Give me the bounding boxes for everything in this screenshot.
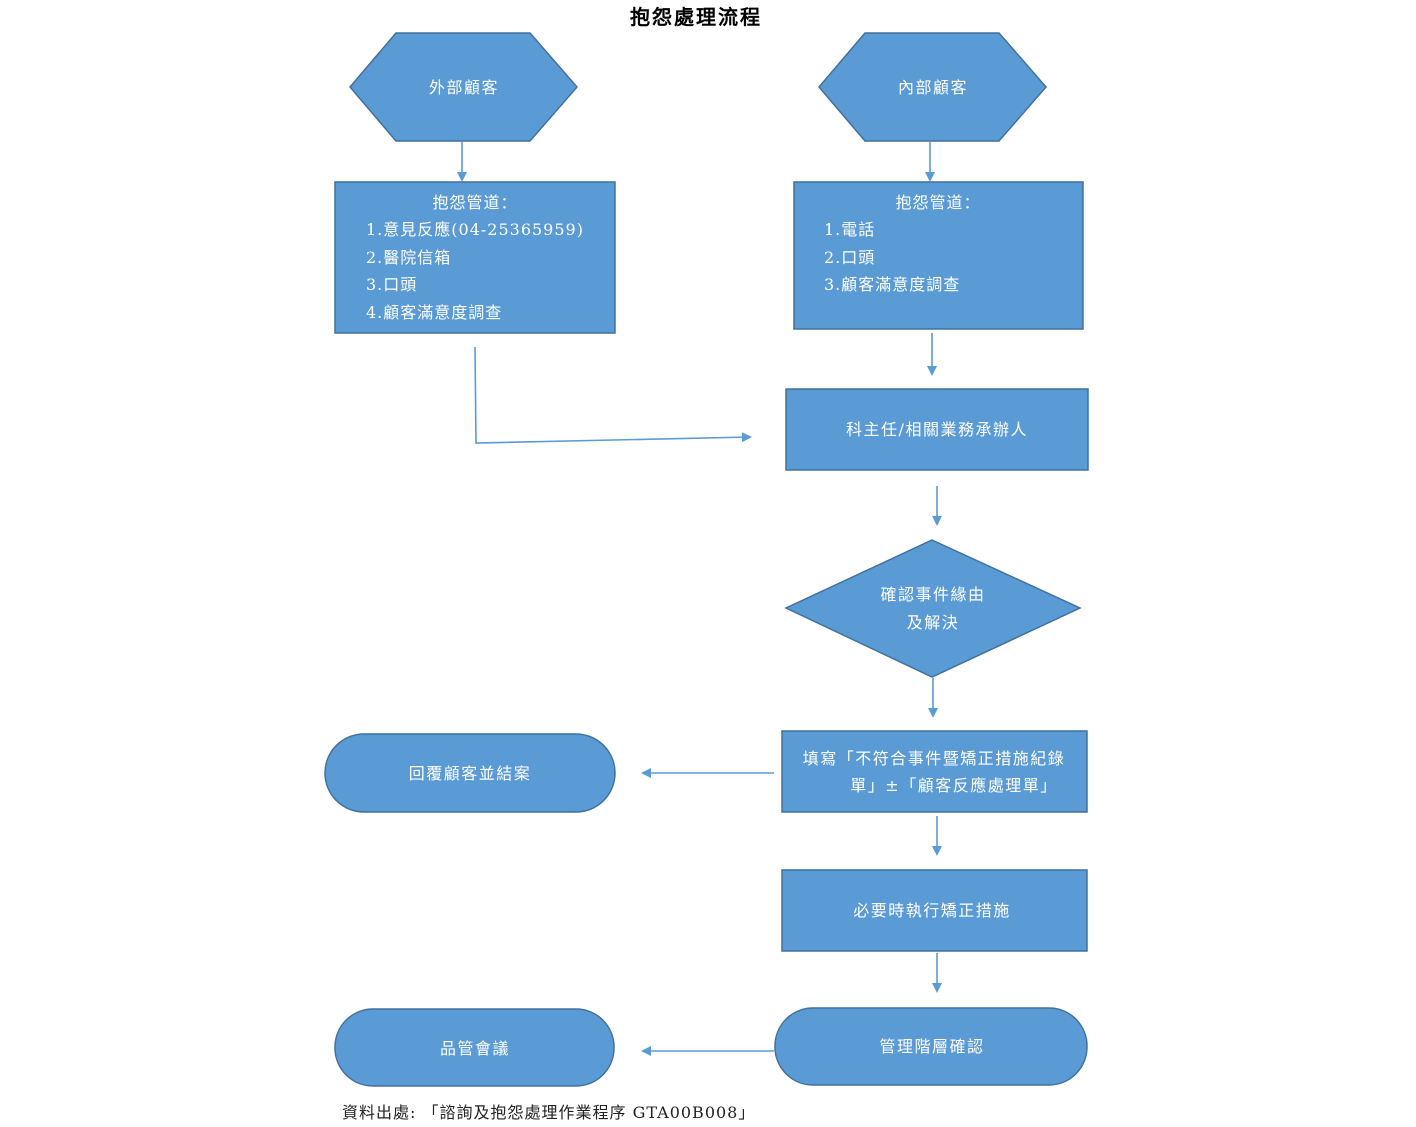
internal-channels-item: 1.電話: [824, 220, 875, 239]
node-corrective-action-label: 必要時執行矯正措施: [853, 901, 1011, 920]
node-reply-close-label: 回覆顧客並結案: [409, 764, 532, 783]
node-external-customer-label: 外部顧客: [429, 78, 499, 97]
node-reply-close: 回覆顧客並結案: [324, 733, 616, 813]
node-confirm-event: 確認事件緣由 及解決: [784, 539, 1082, 678]
node-qc-meeting: 品管會議: [334, 1008, 615, 1087]
node-confirm-event-line: 及解決: [907, 613, 960, 632]
node-fill-forms-line: 填寫「不符合事件暨矯正措施紀錄: [803, 749, 1066, 768]
node-management-confirm-label: 管理階層確認: [879, 1037, 984, 1056]
node-corrective-action: 必要時執行矯正措施: [781, 869, 1088, 952]
external-channels-item: 4.顧客滿意度調查: [366, 303, 502, 322]
node-internal-customer: 內部顧客: [818, 32, 1047, 142]
source-footnote: 資料出處: 「諮詢及抱怨處理作業程序 GTA00B008」: [342, 1103, 755, 1122]
page-title: 抱怨處理流程: [630, 5, 762, 29]
external-channels-item: 1.意見反應(04-25365959): [366, 220, 584, 239]
node-management-confirm: 管理階層確認: [774, 1007, 1088, 1086]
external-channels-item: 3.口頭: [366, 275, 417, 294]
edges: [457, 142, 942, 1056]
node-section-chief-label: 科主任/相關業務承辦人: [846, 420, 1028, 439]
node-confirm-event-line: 確認事件緣由: [880, 585, 985, 604]
node-qc-meeting-label: 品管會議: [440, 1039, 510, 1058]
external-channels-item: 2.醫院信箱: [366, 248, 451, 267]
external-channels-heading: 抱怨管道：: [432, 193, 517, 212]
edge-external-channels-to-section-chief: [474, 346, 752, 444]
node-external-customer: 外部顧客: [349, 32, 578, 142]
internal-channels-item: 3.顧客滿意度調查: [824, 275, 960, 294]
internal-channels-item: 2.口頭: [824, 248, 875, 267]
node-external-channels: 抱怨管道： 1.意見反應(04-25365959) 2.醫院信箱 3.口頭 4.…: [334, 181, 616, 334]
internal-channels-heading: 抱怨管道：: [895, 193, 980, 212]
node-fill-forms: 填寫「不符合事件暨矯正措施紀錄 單」±「顧客反應處理單」: [781, 730, 1088, 813]
node-fill-forms-line: 單」±「顧客反應處理單」: [850, 776, 1057, 795]
node-section-chief: 科主任/相關業務承辦人: [785, 388, 1089, 471]
node-internal-customer-label: 內部顧客: [898, 78, 968, 97]
node-internal-channels: 抱怨管道： 1.電話 2.口頭 3.顧客滿意度調查: [793, 181, 1084, 330]
